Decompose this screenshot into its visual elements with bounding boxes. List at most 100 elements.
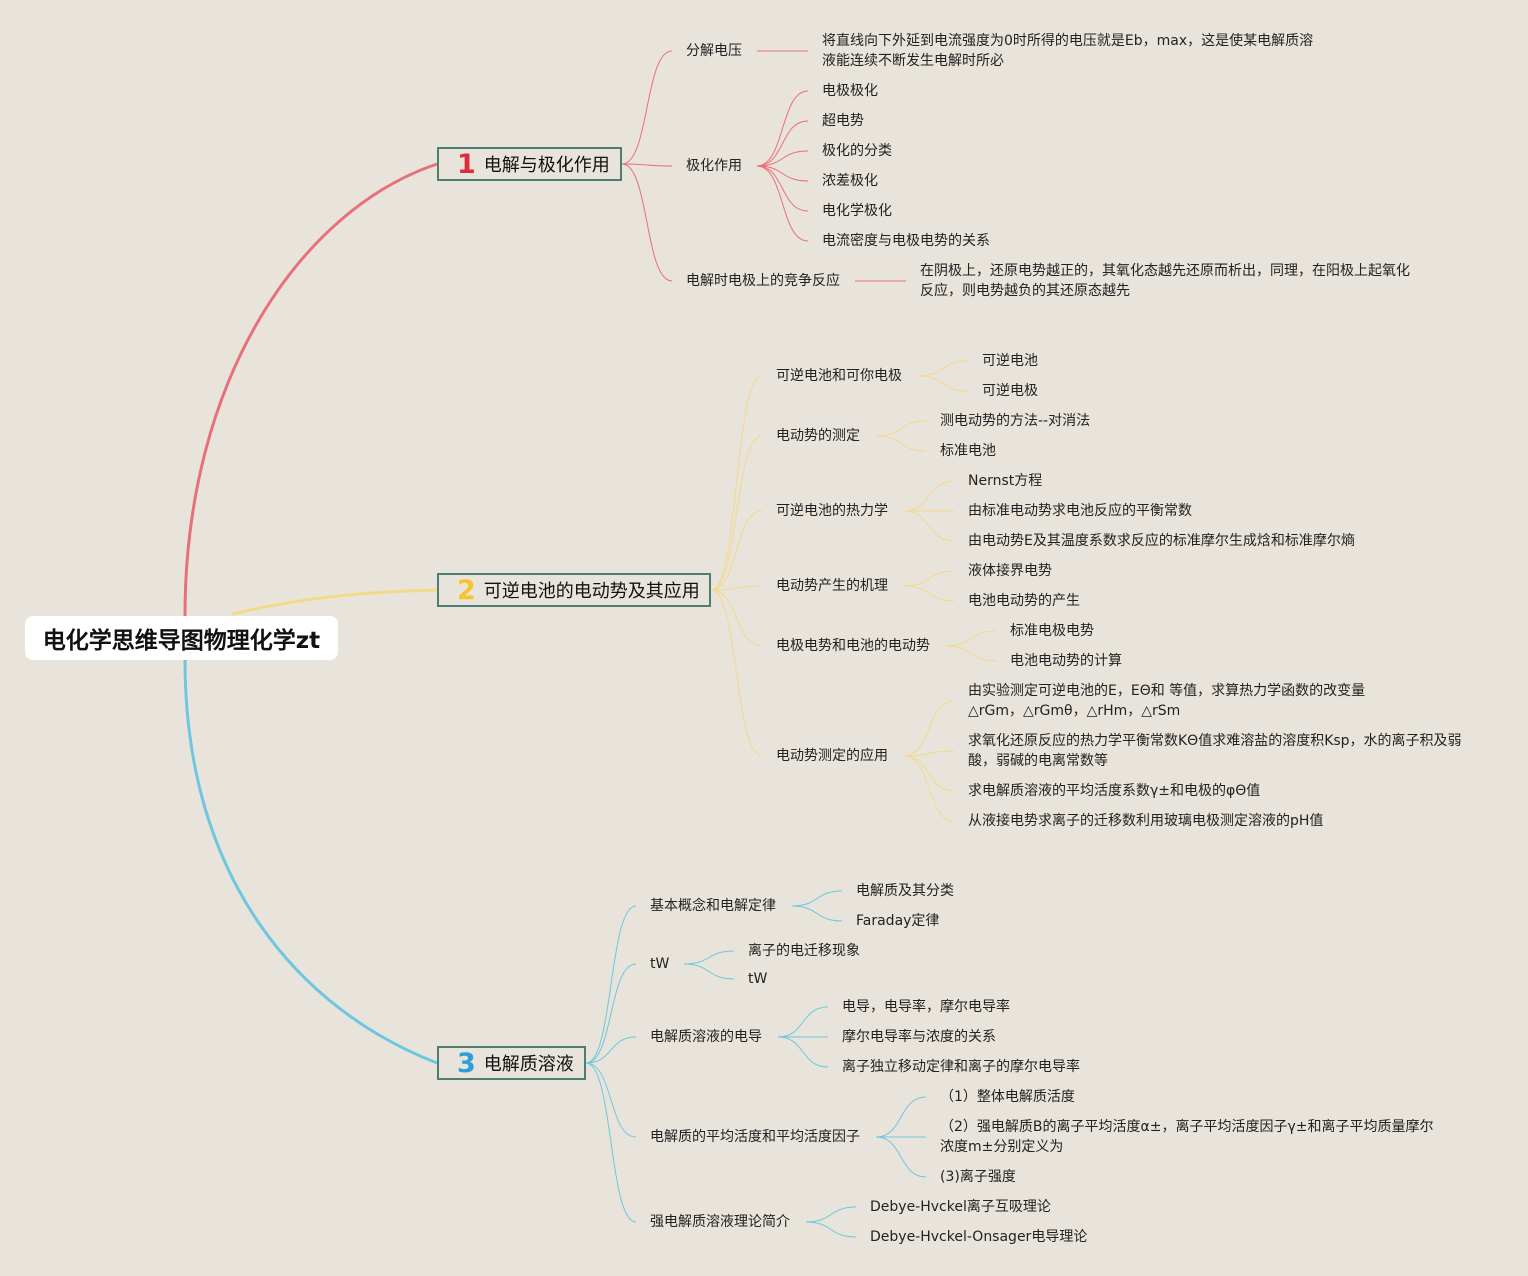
topic-decomposition-voltage[interactable]: 分解电压 [686, 43, 742, 59]
leaf-emf-calculation[interactable]: 电池电动势的计算 [1010, 653, 1122, 669]
leaf-conductivity[interactable]: 电导，电导率，摩尔电导率 [842, 999, 1010, 1015]
leaf-debye-huckel[interactable]: Debye-Hvckel离子互吸理论 [870, 1199, 1051, 1215]
leaf-compensation-method[interactable]: 测电动势的方法--对消法 [940, 413, 1091, 429]
leaf-mean-ionic-activity[interactable]: （2）强电解质B的离子平均活度α±，离子平均活度因子γ±和离子平均质量摩尔浓度m… [940, 1119, 1434, 1155]
leaf-ionic-strength[interactable]: (3)离子强度 [940, 1169, 1016, 1185]
b1-c1-leaf-link-3 [756, 165, 809, 182]
topic-tw[interactable]: tW [650, 956, 670, 972]
b3-c0-leaf-link-1 [791, 905, 843, 922]
leaf-reversible-electrode[interactable]: 可逆电极 [982, 383, 1038, 399]
branch-2-label: 可逆电池的电动势及其应用 [483, 581, 700, 602]
b2-c5-leaf-link-1 [903, 750, 955, 757]
b3-c2-leaf-link-2 [777, 1036, 829, 1068]
leaf-electrolyte-classification[interactable]: 电解质及其分类 [856, 883, 954, 899]
b1-c1-leaf-link-5 [756, 165, 809, 242]
b2-link-5 [710, 589, 763, 757]
b2-c3-leaf-link-1 [903, 585, 955, 602]
leaf-decomposition-voltage-def[interactable]: 将直线向下外延到电流强度为0时所得的电压就是Eb，max，这是使某电解质溶液能连… [822, 33, 1314, 69]
b2-link-2 [710, 510, 763, 591]
topic-electrode-potential[interactable]: 电极电势和电池的电动势 [776, 638, 930, 654]
leaf-equilibrium-constant[interactable]: 由标准电动势求电池反应的平衡常数 [968, 503, 1192, 519]
b1-link-1 [621, 163, 673, 167]
b3-c4-leaf-link-0 [805, 1206, 857, 1223]
leaf-electrochemical-polarization[interactable]: 电化学极化 [822, 203, 892, 219]
b3-link-4 [585, 1062, 637, 1223]
b3-link-2 [585, 1036, 637, 1064]
leaf-competing-reactions-def[interactable]: 在阴极上，还原电势越正的，其氧化态越先还原而析出，同理，在阳极上起氧化反应，则电… [920, 263, 1410, 299]
b2-c1-leaf-link-1 [875, 435, 927, 452]
leaf-ion-migration[interactable]: 离子的电迁移现象 [748, 943, 860, 959]
b1-link-0 [621, 50, 673, 165]
b2-c2-leaf-link-2 [903, 510, 955, 542]
branch-1-topic[interactable]: 1 电解与极化作用 [437, 147, 622, 181]
topic-strong-electrolyte-theory[interactable]: 强电解质溶液理论简介 [650, 1214, 790, 1230]
leaf-thermo-functions[interactable]: 由实验测定可逆电池的E，EΘ和 等值，求算热力学函数的改变量△rGm，△rGmθ… [968, 683, 1366, 719]
leaf-nernst-equation[interactable]: Nernst方程 [968, 473, 1043, 489]
leaf-concentration-polarization[interactable]: 浓差极化 [822, 173, 878, 189]
leaf-standard-electrode-potential[interactable]: 标准电极电势 [1010, 623, 1094, 639]
branch-3-number: 3 [457, 1047, 476, 1079]
root-topic[interactable]: 电化学思维导图物理化学zt [25, 616, 338, 660]
topic-emf-applications[interactable]: 电动势测定的应用 [776, 748, 888, 764]
branch-1-label: 电解与极化作用 [483, 155, 610, 176]
b3-c4-leaf-link-1 [805, 1221, 857, 1238]
leaf-tw[interactable]: tW [748, 971, 768, 987]
leaf-current-density-potential[interactable]: 电流密度与电极电势的关系 [822, 233, 990, 249]
b1-c1-leaf-link-2 [756, 150, 809, 167]
b2-c4-leaf-link-1 [945, 645, 997, 662]
topic-reversible-cells-electrodes[interactable]: 可逆电池和可你电极 [776, 368, 902, 384]
leaf-transference-ph[interactable]: 从液接电势求离子的迁移数利用玻璃电极测定溶液的pH值 [968, 813, 1324, 829]
b2-link-1 [710, 435, 763, 591]
leaf-debye-huckel-onsager[interactable]: Debye-Hvckel-Onsager电导理论 [870, 1229, 1088, 1245]
b2-c0-leaf-link-1 [917, 375, 969, 392]
b3-link-0 [585, 905, 637, 1064]
branch-1-number: 1 [457, 148, 476, 180]
b2-c5-leaf-link-2 [903, 755, 955, 792]
leaf-ksp-constants[interactable]: 求氧化还原反应的热力学平衡常数KΘ值求难溶盐的溶度积Ksp，水的离子积及弱酸，弱… [968, 733, 1462, 769]
leaf-polarization-types[interactable]: 极化的分类 [822, 143, 892, 159]
leaf-independent-migration[interactable]: 离子独立移动定律和离子的摩尔电导率 [842, 1059, 1080, 1075]
b1-c1-leaf-link-4 [756, 165, 809, 212]
branch-2-topic[interactable]: 2 可逆电池的电动势及其应用 [437, 573, 711, 607]
topic-basic-concepts[interactable]: 基本概念和电解定律 [650, 898, 776, 914]
b2-link-4 [710, 589, 763, 647]
topic-conductance[interactable]: 电解质溶液的电导 [650, 1029, 762, 1045]
b2-c1-leaf-link-0 [875, 420, 927, 437]
root-link-branch-1 [183, 162, 438, 617]
b2-c2-leaf-link-0 [903, 480, 955, 512]
topic-emf-measurement[interactable]: 电动势的测定 [776, 428, 860, 444]
topic-emf-mechanism[interactable]: 电动势产生的机理 [776, 578, 888, 594]
branch-3-topic[interactable]: 3 电解质溶液 [437, 1046, 586, 1080]
b3-c3-leaf-link-2 [875, 1136, 927, 1178]
b2-c5-leaf-link-3 [903, 755, 955, 822]
topic-cell-thermodynamics[interactable]: 可逆电池的热力学 [776, 503, 888, 519]
branch-2-number: 2 [457, 574, 476, 606]
topic-competing-reactions[interactable]: 电解时电极上的竞争反应 [686, 273, 840, 289]
b2-c5-leaf-link-0 [903, 700, 955, 757]
leaf-faraday-law[interactable]: Faraday定律 [856, 913, 940, 929]
leaf-overpotential[interactable]: 超电势 [822, 113, 864, 129]
leaf-electrode-polarization[interactable]: 电极极化 [822, 83, 878, 99]
b2-c3-leaf-link-0 [903, 570, 955, 587]
b1-c1-leaf-link-1 [756, 120, 809, 167]
topic-polarization[interactable]: 极化作用 [686, 158, 742, 174]
branch-3-label: 电解质溶液 [483, 1054, 574, 1075]
leaf-activity-coefficient[interactable]: 求电解质溶液的平均活度系数γ±和电极的φΘ值 [968, 783, 1261, 799]
leaf-emf-origin[interactable]: 电池电动势的产生 [968, 593, 1080, 609]
leaf-standard-cell[interactable]: 标准电池 [940, 443, 996, 459]
leaf-reversible-cell[interactable]: 可逆电池 [982, 353, 1038, 369]
b1-c1-leaf-link-0 [756, 90, 809, 167]
leaf-enthalpy-entropy[interactable]: 由电动势E及其温度系数求反应的标准摩尔生成焓和标准摩尔熵 [968, 533, 1355, 549]
leaf-molar-conductivity-concentration[interactable]: 摩尔电导率与浓度的关系 [842, 1029, 996, 1045]
topic-mean-activity[interactable]: 电解质的平均活度和平均活度因子 [650, 1129, 860, 1145]
b2-link-0 [710, 375, 763, 591]
leaf-liquid-junction-potential[interactable]: 液体接界电势 [968, 563, 1052, 579]
b3-link-1 [585, 963, 637, 1064]
b3-c1-leaf-link-1 [683, 963, 735, 980]
b1-link-2 [621, 163, 673, 282]
b2-c4-leaf-link-0 [945, 630, 997, 647]
b3-c2-leaf-link-0 [777, 1006, 829, 1038]
b3-c0-leaf-link-0 [791, 890, 843, 907]
leaf-overall-activity[interactable]: （1）整体电解质活度 [940, 1089, 1075, 1105]
